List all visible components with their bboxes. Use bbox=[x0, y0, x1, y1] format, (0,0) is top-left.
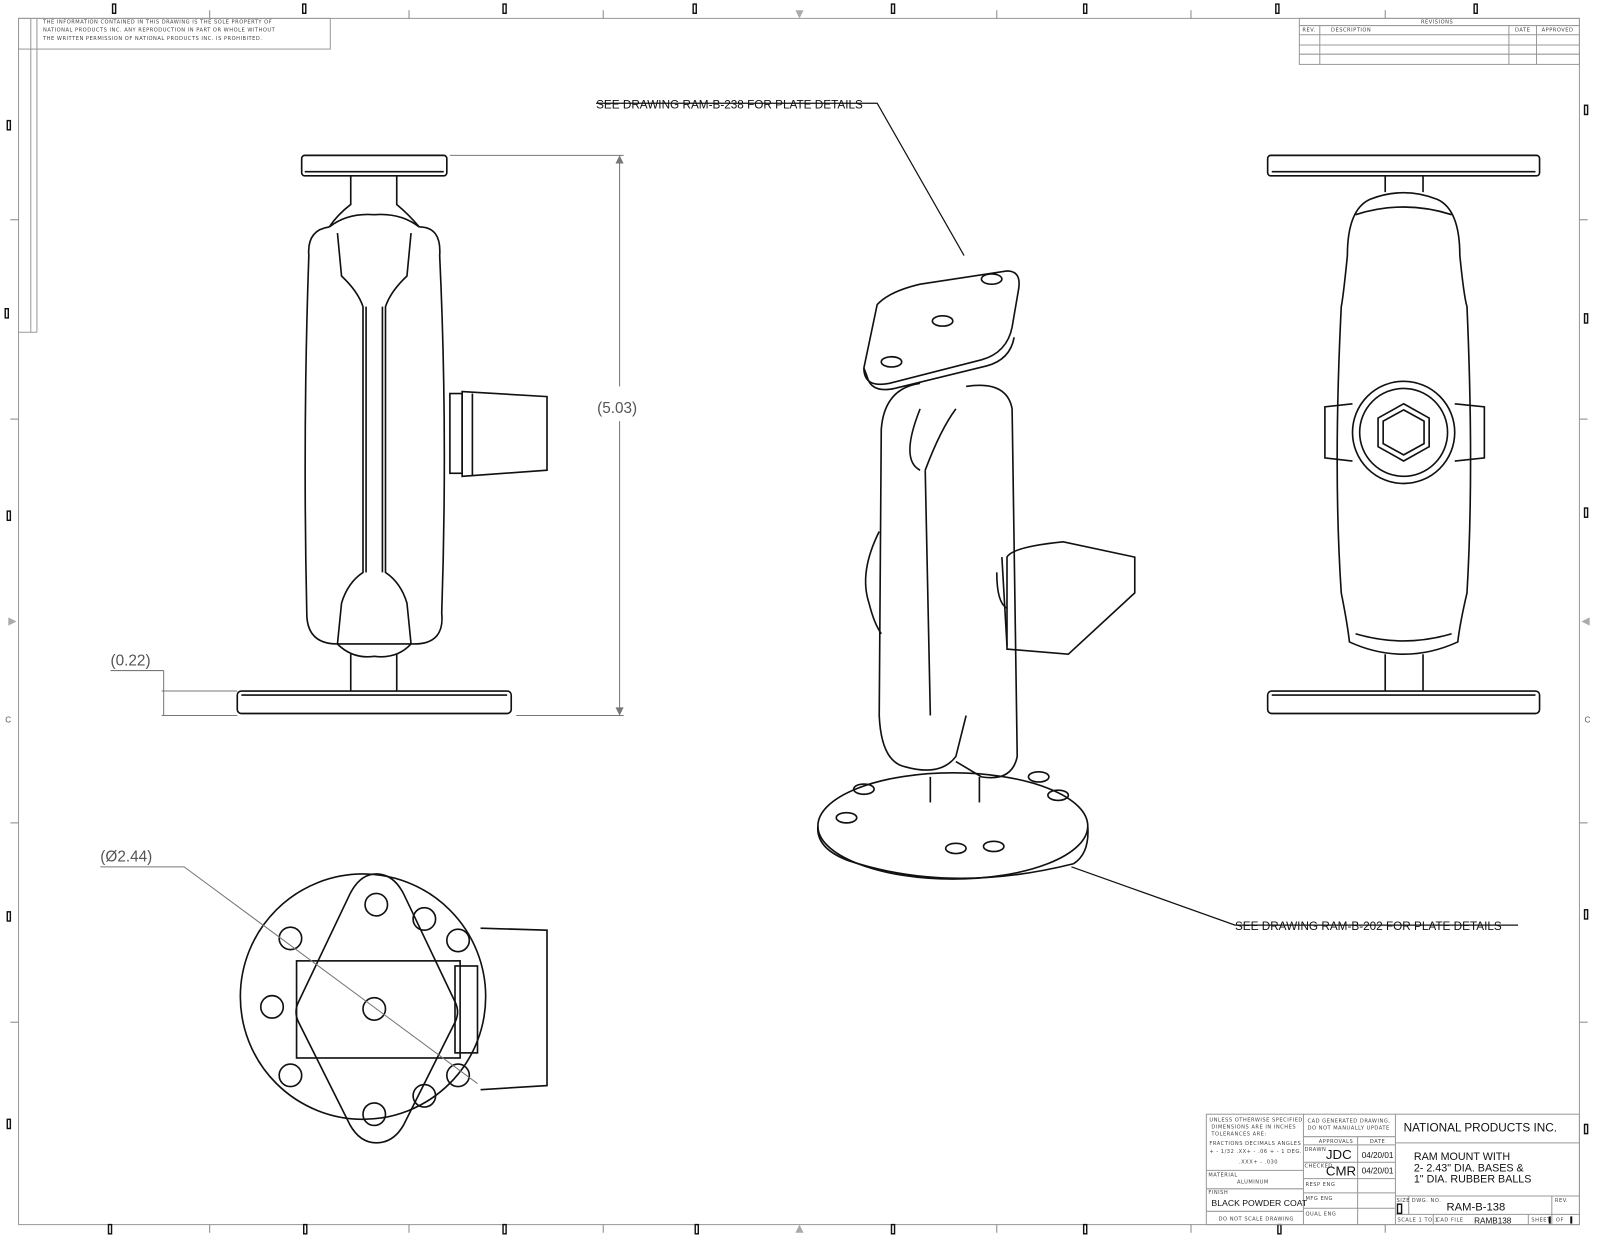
checked-date: 04/20/01 bbox=[1362, 1166, 1394, 1175]
tolerance-line: TOLERANCES ARE: bbox=[1210, 1132, 1266, 1138]
zone-letter-left: C bbox=[5, 716, 11, 725]
note-top-plate: SEE DRAWING RAM-B-238 FOR PLATE DETAILS bbox=[596, 98, 863, 111]
dimension-diameter: (Ø2.44) bbox=[100, 849, 152, 866]
description-header: DESCRIPTION bbox=[1331, 28, 1371, 34]
mfg-eng-label: MFG ENG bbox=[1305, 1196, 1333, 1202]
notice-line: NATIONAL PRODUCTS INC. ANY REPRODUCTION … bbox=[43, 28, 276, 34]
proprietary-notice: THE INFORMATION CONTAINED IN THIS DRAWIN… bbox=[18, 17, 331, 333]
checked-by: CMR bbox=[1326, 1164, 1356, 1179]
drawing-title-line: RAM MOUNT WITH bbox=[1414, 1151, 1510, 1163]
rev-label: REV. bbox=[1555, 1198, 1568, 1204]
tolerance-line: .XXX+ - .030 bbox=[1239, 1159, 1278, 1165]
cad-note: DO NOT MANUALLY UPDATE bbox=[1308, 1126, 1390, 1132]
sheet-total-mark bbox=[1570, 1216, 1573, 1224]
revisions-table: REVISIONS REV. DESCRIPTION DATE APPROVED bbox=[1298, 17, 1580, 65]
drawn-by: JDC bbox=[1326, 1147, 1352, 1162]
bottom-view: (Ø2.44) bbox=[100, 849, 548, 1144]
cad-note: CAD GENERATED DRAWING, bbox=[1308, 1118, 1391, 1124]
finish-value: BLACK POWDER COAT bbox=[1211, 1198, 1307, 1208]
drawing-title-line: 1" DIA. RUBBER BALLS bbox=[1414, 1174, 1532, 1186]
dimension-height: (5.03) bbox=[597, 400, 637, 417]
material-value: ALUMINUM bbox=[1237, 1180, 1269, 1186]
drawing-number: RAM-B-138 bbox=[1447, 1201, 1506, 1213]
zone-letter-right: C bbox=[1585, 716, 1591, 725]
size-label: SIZE bbox=[1396, 1198, 1410, 1204]
cad-file-label: CAD FILE bbox=[1436, 1218, 1463, 1224]
drawn-date: 04/20/01 bbox=[1362, 1151, 1394, 1160]
checked-label: CHECKED bbox=[1304, 1163, 1332, 1169]
sheet-label: SHEET bbox=[1531, 1218, 1551, 1224]
tolerance-line: FRACTIONS DECIMALS ANGLES bbox=[1209, 1141, 1301, 1147]
zone-marks: C C bbox=[4, 3, 1591, 1235]
tolerance-line: + - 1/32 .XX+ - .06 + - 1 DEG. bbox=[1209, 1149, 1302, 1155]
rev-header: REV. bbox=[1302, 28, 1315, 34]
material-label: MATERIAL bbox=[1208, 1173, 1237, 1179]
resp-eng-label: RESP ENG bbox=[1305, 1182, 1335, 1188]
isometric-view: SEE DRAWING RAM-B-238 FOR PLATE DETAILS … bbox=[596, 98, 1519, 933]
finish-label: FINISH bbox=[1208, 1190, 1228, 1196]
do-not-scale-note: DO NOT SCALE DRAWING bbox=[1219, 1217, 1294, 1223]
of-label: OF bbox=[1556, 1218, 1564, 1224]
approved-header: APPROVED bbox=[1542, 28, 1574, 34]
side-view: (5.03) (0.22) bbox=[110, 154, 637, 717]
tolerance-line: DIMENSIONS ARE IN INCHES bbox=[1211, 1125, 1296, 1131]
date-header: DATE bbox=[1515, 28, 1530, 34]
cad-file-value: RAMB138 bbox=[1474, 1217, 1512, 1226]
drawn-label: DRAWN bbox=[1304, 1147, 1326, 1153]
front-view bbox=[1266, 154, 1541, 715]
revisions-title: REVISIONS bbox=[1421, 20, 1453, 26]
scale-field: SCALE 1 TO 1 bbox=[1397, 1218, 1438, 1224]
drawing-border bbox=[18, 17, 1580, 1226]
sheet-number-mark bbox=[1548, 1216, 1551, 1224]
notice-line: THE INFORMATION CONTAINED IN THIS DRAWIN… bbox=[42, 20, 272, 26]
qual-eng-label: QUAL ENG bbox=[1305, 1211, 1336, 1217]
title-block: UNLESS OTHERWISE SPECIFIED DIMENSIONS AR… bbox=[1205, 1113, 1580, 1226]
approvals-header: APPROVALS bbox=[1319, 1139, 1354, 1145]
tolerance-line: UNLESS OTHERWISE SPECIFIED bbox=[1209, 1117, 1302, 1123]
note-bottom-plate: SEE DRAWING RAM-B-202 FOR PLATE DETAILS bbox=[1235, 920, 1502, 933]
drawing-title-line: 2- 2.43" DIA. BASES & bbox=[1414, 1162, 1524, 1174]
dwg-no-label: DWG. NO. bbox=[1412, 1198, 1442, 1204]
date-header: DATE bbox=[1370, 1139, 1385, 1145]
dimension-plate-thickness: (0.22) bbox=[111, 652, 151, 669]
size-value-mark bbox=[1396, 1203, 1403, 1215]
company-name: NATIONAL PRODUCTS INC. bbox=[1404, 1122, 1557, 1135]
notice-line: THE WRITTEN PERMISSION OF NATIONAL PRODU… bbox=[42, 36, 262, 42]
